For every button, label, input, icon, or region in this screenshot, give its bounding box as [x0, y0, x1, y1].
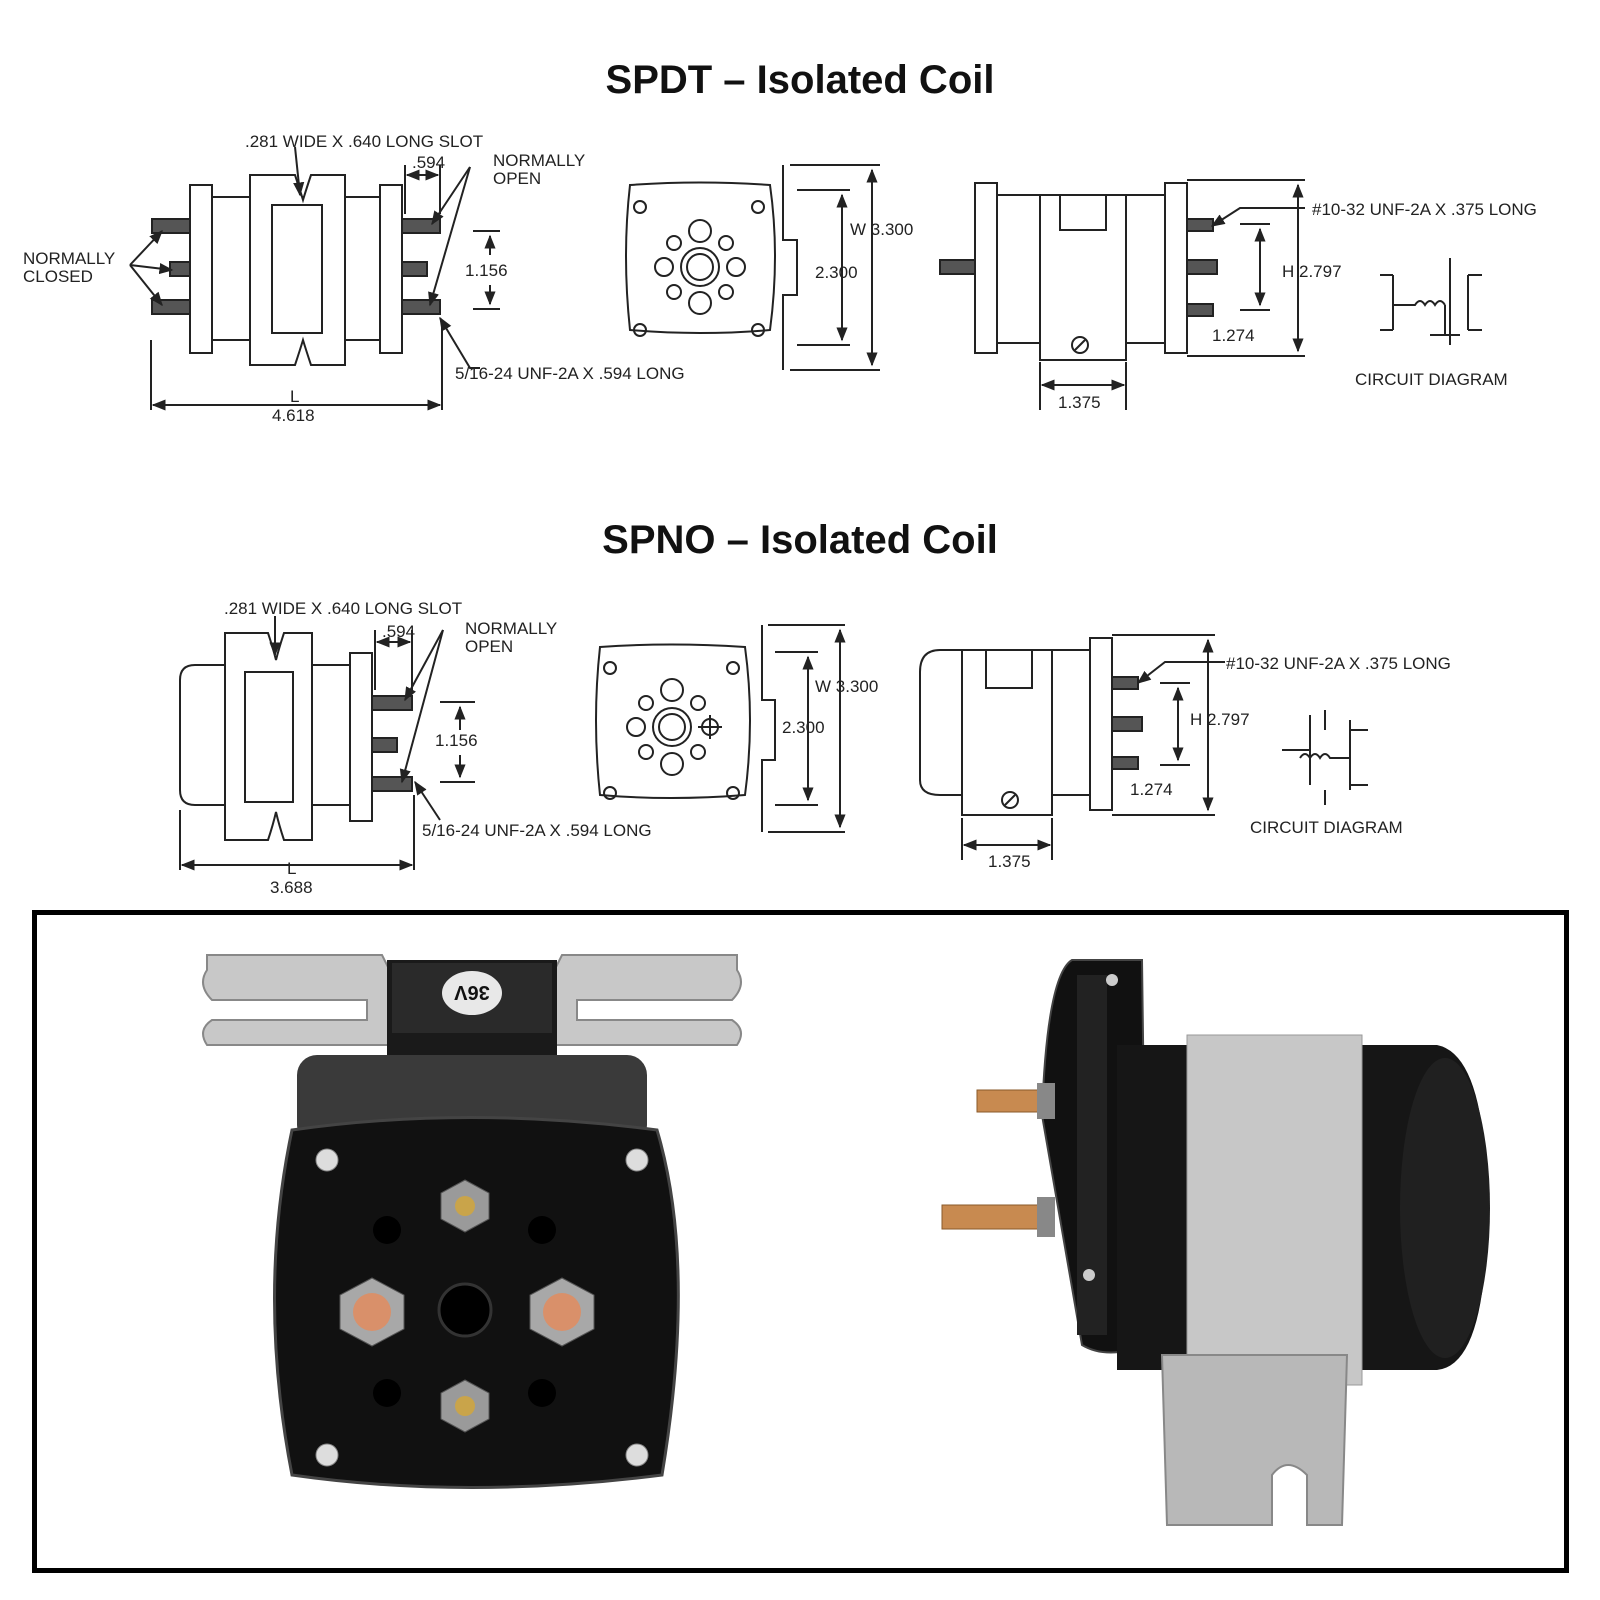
spno-end-view [595, 624, 846, 833]
spdt-normally-open-line1: NORMALLY [493, 151, 585, 170]
spno-thread-label: 5/16-24 UNF-2A X .594 LONG [422, 821, 652, 840]
spdt-dim-2300: 2.300 [815, 263, 858, 282]
spdt-side-view [129, 146, 500, 411]
spno-circuit-diagram-symbol [1282, 710, 1368, 805]
spdt-width-label: W 3.300 [850, 220, 913, 239]
spno-dim-1375: 1.375 [988, 852, 1031, 871]
spdt-normally-closed-line1: NORMALLY [23, 249, 115, 268]
spdt-screw-label: #10-32 UNF-2A X .375 LONG [1312, 200, 1537, 219]
spno-length-letter: L [287, 859, 296, 878]
spdt-dim-1156: 1.156 [465, 261, 508, 280]
spno-circuit-label: CIRCUIT DIAGRAM [1250, 818, 1403, 837]
spdt-title: SPDT – Isolated Coil [605, 58, 995, 102]
spno-side-view [179, 616, 475, 871]
spno-slot-label: .281 WIDE X .640 LONG SLOT [224, 599, 462, 618]
product-photos: 36V [202, 954, 1490, 1526]
spno-normally-open-line1: NORMALLY [465, 619, 557, 638]
spdt-profile-view [939, 179, 1305, 410]
spno-normally-open-line2: OPEN [465, 637, 513, 656]
spno-screw-label: #10-32 UNF-2A X .375 LONG [1226, 654, 1451, 673]
spno-profile-view [919, 634, 1225, 860]
spdt-normally-closed-line2: CLOSED [23, 267, 93, 286]
spno-length-value: 3.688 [270, 878, 313, 897]
voltage-label: 36V [454, 981, 490, 1003]
spdt-length-value: 4.618 [272, 406, 315, 425]
spdt-slot-label: .281 WIDE X .640 LONG SLOT [245, 132, 483, 151]
spno-title: SPNO – Isolated Coil [602, 518, 998, 562]
spdt-normally-open-line2: OPEN [493, 169, 541, 188]
spno-dim-2300: 2.300 [782, 718, 825, 737]
spdt-circuit-diagram-symbol [1380, 258, 1482, 345]
spdt-dim-1375: 1.375 [1058, 393, 1101, 412]
spdt-end-view [625, 164, 880, 371]
spdt-length-letter: L [290, 387, 299, 406]
spno-dim-1274: 1.274 [1130, 780, 1173, 799]
spno-drawing: .281 WIDE X .640 LONG SLOT .594 NORMALLY… [179, 599, 1451, 897]
spdt-drawing: .281 WIDE X .640 LONG SLOT .594 NORMALLY… [23, 132, 1537, 425]
spno-height-label: H 2.797 [1190, 710, 1250, 729]
spno-dim-1156: 1.156 [435, 731, 478, 750]
product-photo-frame: 36V [32, 910, 1569, 1573]
spno-dim-594: .594 [382, 622, 415, 641]
solenoid-front-photo: 36V [202, 954, 742, 1489]
spno-width-label: W 3.300 [815, 677, 878, 696]
spdt-dim-594: .594 [412, 153, 445, 172]
spdt-dim-1274: 1.274 [1212, 326, 1255, 345]
spdt-height-label: H 2.797 [1282, 262, 1342, 281]
spdt-circuit-label: CIRCUIT DIAGRAM [1355, 370, 1508, 389]
spdt-thread-label: 5/16-24 UNF-2A X .594 LONG [455, 364, 685, 383]
solenoid-side-photo [941, 959, 1490, 1526]
